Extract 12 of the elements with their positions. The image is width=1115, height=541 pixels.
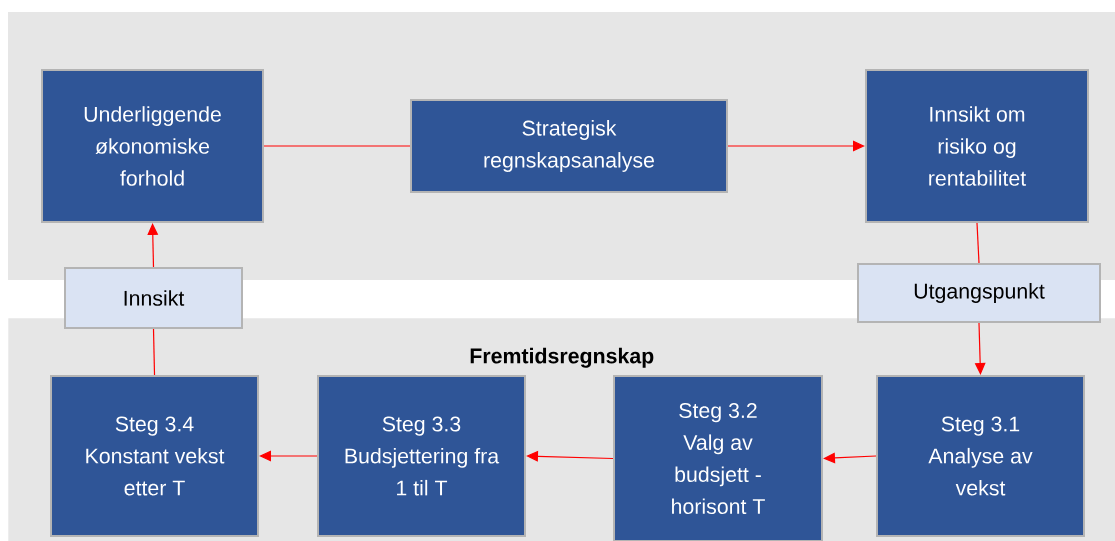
label-box: Innsikt [64,267,243,329]
connector-arrow [259,450,318,462]
process-box: Steg 3.4 Konstant vekst etter T [50,375,259,537]
process-box: Steg 3.1 Analyse av vekst [876,375,1085,537]
connector-arrow [727,140,865,152]
process-box: Innsikt om risiko og rentabilitet [865,69,1089,223]
process-box: Steg 3.2 Valg av budsjett - horisont T [613,375,823,541]
connector-arrow [823,452,877,464]
process-box: Strategisk regnskapsanalyse [410,99,728,193]
process-box: Underliggende økonomiske forhold [41,69,264,223]
process-box: Steg 3.3 Budsjettering fra 1 til T [317,375,526,537]
label-box: Utgangspunkt [857,263,1101,323]
